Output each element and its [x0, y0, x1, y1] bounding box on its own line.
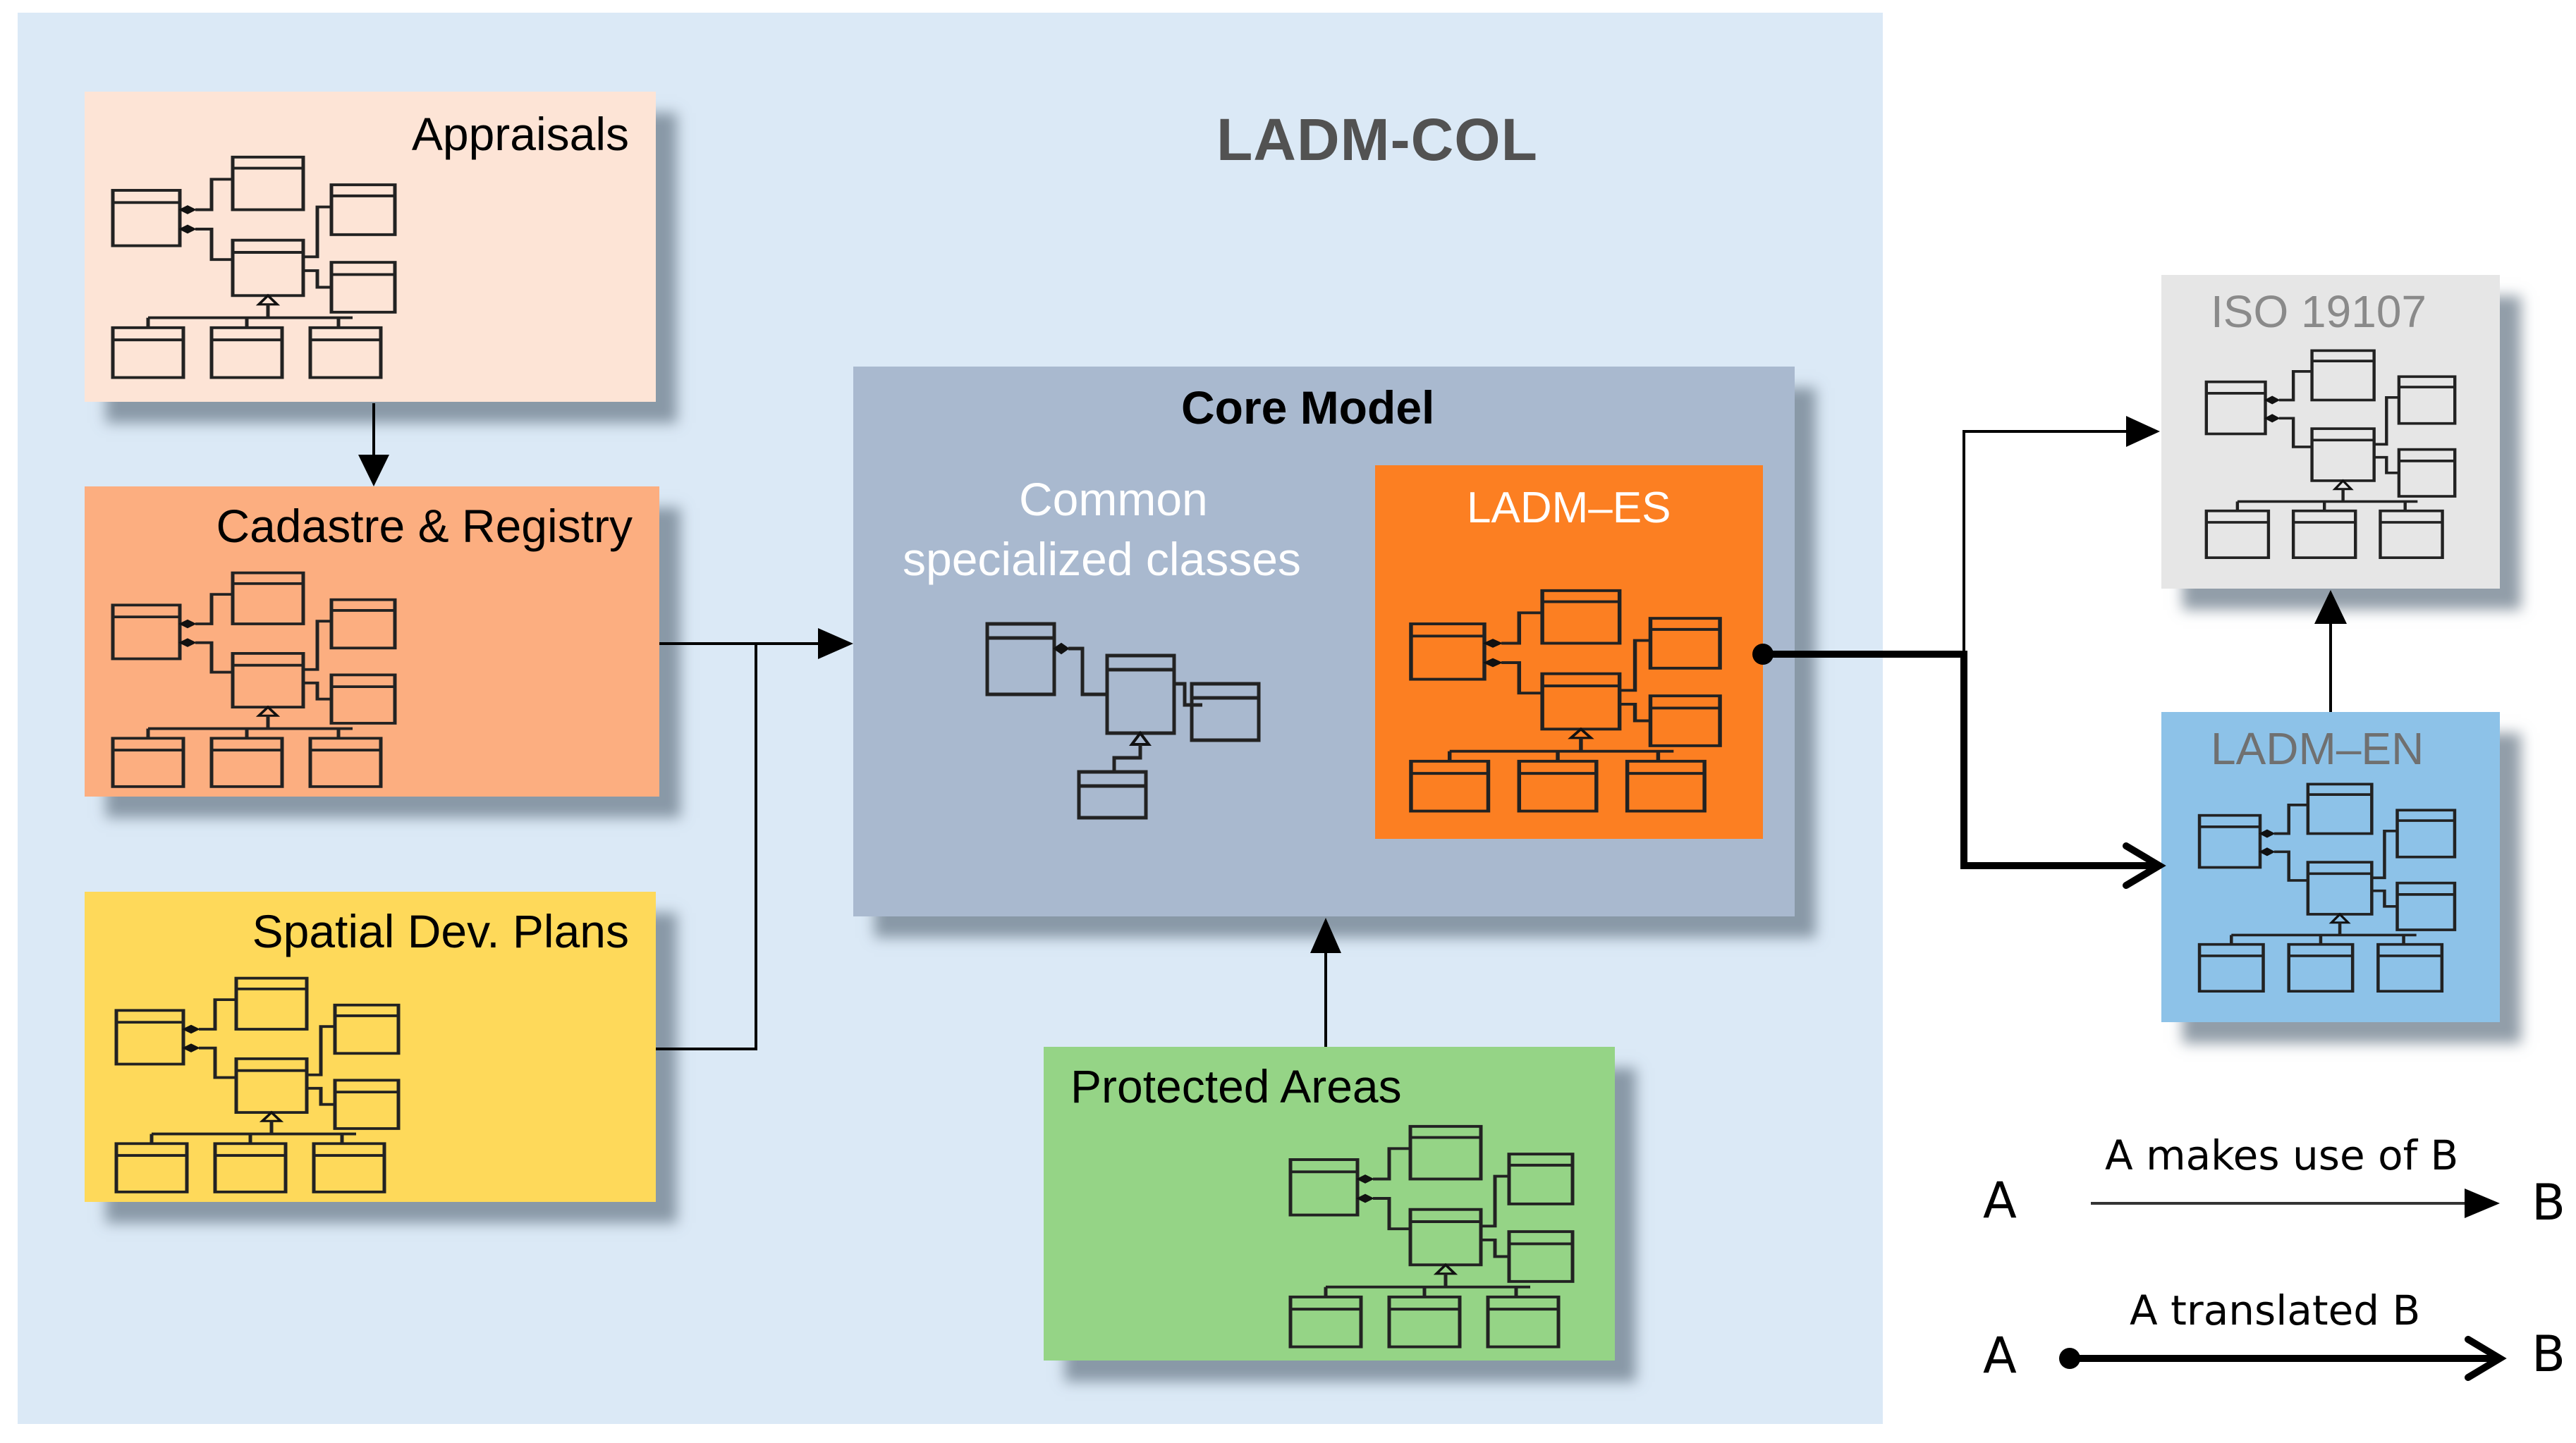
legend-uses-arrow	[2091, 1189, 2500, 1218]
spatial-dev-plans-box[interactable]: Spatial Dev. Plans	[85, 892, 656, 1202]
uml-class-box	[1387, 1295, 1462, 1349]
uml-class-diagram-icon	[2204, 349, 2457, 559]
edge-cadastre-core	[659, 628, 853, 659]
uml-class-box	[209, 737, 284, 788]
protected-areas-box[interactable]: Protected Areas	[1044, 1047, 1615, 1361]
cadastre-registry-label: Cadastre & Registry	[216, 500, 633, 552]
uml-class-box	[111, 326, 185, 379]
uml-class-box	[2287, 942, 2355, 993]
uml-class-box	[312, 1142, 386, 1193]
appraisals-label: Appraisals	[411, 108, 629, 160]
edge-protected-core	[1310, 918, 1341, 1047]
cadastre-registry-box[interactable]: Cadastre & Registry	[85, 486, 659, 797]
edge-ladm-es-iso	[1962, 416, 2160, 654]
uml-class-diagram-icon	[1409, 589, 1722, 813]
uml-class-diagram-icon	[114, 976, 401, 1193]
uml-class-box	[1486, 1295, 1561, 1349]
common-classes-label-line2: specialized classes	[903, 533, 1301, 585]
uml-class-box	[308, 326, 383, 379]
uml-class-box	[2379, 509, 2444, 559]
edge-spatial-core	[656, 644, 757, 1050]
uml-class-diagram-icon	[111, 155, 397, 379]
protected-areas-label: Protected Areas	[1070, 1060, 1402, 1112]
uml-class-box	[2204, 509, 2271, 559]
iso-19107-box[interactable]: ISO 19107	[2161, 275, 2500, 589]
uml-class-box	[209, 326, 284, 379]
uml-class-box	[2291, 509, 2357, 559]
common-classes-label-line1: Common	[1019, 473, 1208, 525]
uml-class-box	[1288, 1295, 1363, 1349]
uml-class-box	[1517, 759, 1599, 813]
uml-class-box	[2376, 942, 2444, 993]
uml-class-box	[2197, 942, 2265, 993]
edge-appraisals-cadastre	[358, 403, 389, 486]
diagram-title: LADM-COL	[1216, 106, 1538, 173]
legend-translated-arrow	[2059, 1336, 2507, 1381]
ladm-en-box[interactable]: LADM–EN	[2161, 712, 2500, 1022]
spatial-dev-plans-label: Spatial Dev. Plans	[252, 905, 629, 957]
uml-class-box	[308, 737, 383, 788]
ladm-es-box[interactable]: LADM–ES	[1375, 465, 1763, 839]
appraisals-box[interactable]: Appraisals	[85, 92, 656, 402]
uml-class-diagram-icon	[1288, 1124, 1575, 1349]
ladm-es-label: LADM–ES	[1467, 484, 1671, 532]
uml-class-box	[213, 1142, 288, 1193]
uml-class-box	[114, 1142, 189, 1193]
iso-19107-label: ISO 19107	[2211, 286, 2427, 337]
common-classes-uml-icon-right	[1190, 682, 1261, 742]
edge-ladm-es-en-translated	[1752, 644, 2166, 889]
uml-class-box	[1625, 759, 1707, 813]
uml-class-box	[111, 737, 185, 788]
uml-class-box	[1409, 759, 1491, 813]
legend-uses-a: A	[1983, 1172, 2017, 1229]
uml-class-diagram-icon	[2197, 782, 2457, 993]
legend-uses-b: B	[2532, 1174, 2566, 1232]
core-model-label: Core Model	[1181, 381, 1435, 434]
legend-translated-b: B	[2532, 1325, 2566, 1383]
ladm-en-label: LADM–EN	[2211, 723, 2424, 774]
legend-uses-label: A makes use of B	[2105, 1131, 2459, 1179]
legend-translated-a: A	[1983, 1327, 2017, 1384]
edge-ladm-en-iso	[2314, 590, 2347, 712]
uml-class-diagram-icon	[111, 571, 397, 788]
legend-translated-label: A translated B	[2130, 1287, 2421, 1334]
